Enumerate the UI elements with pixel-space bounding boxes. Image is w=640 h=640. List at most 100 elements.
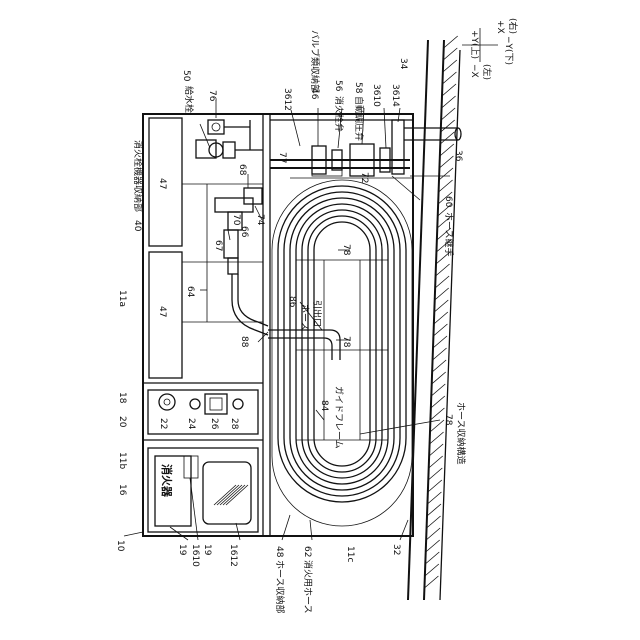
- button-icon: [190, 399, 200, 409]
- ref-16: 16: [117, 484, 127, 496]
- ground-hatch-line: [430, 420, 444, 432]
- ref-19b: 19: [202, 544, 212, 556]
- label-hydrant-valve: 給水栓: [183, 86, 195, 113]
- ground-hatch-line: [433, 336, 447, 348]
- axis-minus-x-sub: (左): [481, 64, 493, 80]
- axis-plus-x: +X: [495, 20, 505, 34]
- label-auto-pressure-valve: 自動調圧弁: [353, 96, 365, 141]
- ground-hatch-line: [433, 348, 447, 360]
- bell-icon: [233, 399, 243, 409]
- ref-56: 56: [333, 80, 343, 92]
- ref-3614: 3614: [390, 84, 400, 107]
- ref-84: 84: [319, 400, 329, 412]
- ground-hatch-line: [428, 468, 442, 480]
- ground-hatch-line: [440, 144, 454, 156]
- label-guide-frame: ガイドフレーム: [333, 386, 344, 449]
- ref-67: 67: [213, 240, 223, 251]
- ref-76: 76: [207, 90, 217, 102]
- ref-74: 74: [255, 214, 265, 226]
- ref-47a: 47: [157, 178, 167, 189]
- label-hose-outlet-1: ホース: [299, 304, 310, 331]
- ref-34: 34: [398, 58, 408, 70]
- ground-hatch-line: [427, 504, 441, 516]
- axis-minus-y: −Y(下): [503, 36, 513, 65]
- axis-plus-y: +Y(上): [469, 30, 480, 59]
- ground-hatch-line: [440, 132, 454, 144]
- ground-hatch-line: [430, 408, 444, 420]
- ground-hatch-line: [431, 396, 445, 408]
- ref-11c: 11c: [345, 546, 355, 562]
- ground-hatch-line: [426, 528, 440, 540]
- ref-86: 86: [287, 296, 297, 308]
- label-hose-fitting: ホース継手: [443, 212, 455, 257]
- ground-hatch-line: [424, 576, 438, 588]
- label-fire-hose: 消火用ホース: [302, 560, 314, 614]
- ground-hatch-line: [427, 516, 441, 528]
- ground-hatch-line: [439, 168, 453, 180]
- ground-hatch-line: [432, 360, 446, 372]
- ref-70: 70: [231, 214, 241, 226]
- label-hydrant-storage: 消火栓機器収納部: [132, 140, 144, 212]
- extinguisher-hatch-line: [214, 485, 236, 505]
- valve-assembly: [270, 120, 461, 176]
- ref-1612: 1612: [228, 544, 238, 567]
- ref-36: 36: [453, 150, 463, 162]
- axis-minus-x: −X: [469, 64, 479, 78]
- ground-wall: [408, 36, 460, 600]
- ref-28: 28: [229, 418, 239, 430]
- ground-hatch-line: [435, 276, 449, 288]
- label-extinguisher: 消火器: [160, 464, 174, 498]
- ground-hatch-line: [434, 312, 448, 324]
- ref-64: 64: [185, 286, 195, 298]
- axis-indicator: +Y(上) +X (右) −Y(下) −X (左): [462, 18, 519, 80]
- ref-3610: 3610: [371, 84, 381, 107]
- ref-3612: 3612: [282, 88, 292, 111]
- ref-66: 66: [239, 226, 249, 238]
- ref-32: 32: [391, 544, 401, 555]
- label-fire-valve: 消火栓弁: [333, 96, 345, 132]
- ref-18: 18: [117, 392, 127, 404]
- switch-icon: [205, 394, 227, 414]
- label-hose-outlet-2: 引出口: [311, 300, 323, 327]
- ground-hatch-line: [428, 480, 442, 492]
- label-valve-storage: バルブ類収納部: [309, 30, 321, 93]
- extinguisher-hatch-line: [223, 485, 245, 505]
- ground-hatch-line: [441, 108, 455, 120]
- ground-hatch-line: [429, 456, 443, 468]
- label-hose-storage: ホース収納部: [274, 560, 286, 614]
- ref-48: 48: [274, 546, 284, 558]
- ground-hatch-line: [442, 72, 456, 84]
- ground-hatch-line: [436, 264, 450, 276]
- ground-hatch-line: [443, 60, 457, 72]
- ref-78c: 78: [443, 414, 453, 426]
- ground-hatch-line: [439, 180, 453, 192]
- ref-1610: 1610: [190, 544, 200, 567]
- ref-22: 22: [158, 418, 168, 429]
- ground-hatch-line: [442, 96, 456, 108]
- ground-hatch-line: [431, 384, 445, 396]
- ref-88: 88: [239, 336, 249, 348]
- ground-hatch-line: [430, 432, 444, 444]
- label-hose-storage-structure: ホース収納構造: [455, 402, 467, 465]
- ground-hatch-line: [435, 288, 449, 300]
- extinguisher-hatch-line: [217, 485, 239, 505]
- ground-hatch-line: [434, 300, 448, 312]
- ref-58: 58: [353, 82, 363, 94]
- hose-coil: [268, 180, 412, 526]
- ground-hatch-line: [433, 324, 447, 336]
- ref-26: 26: [209, 418, 219, 430]
- ground-hatch-line: [429, 444, 443, 456]
- ground-hatch-line: [439, 156, 453, 168]
- ref-19a: 19: [177, 544, 187, 556]
- ground-hatch-line: [425, 564, 439, 576]
- ground-hatch-line: [426, 540, 440, 552]
- ref-24: 24: [186, 418, 196, 430]
- indicator-lamp-icon: [159, 394, 175, 410]
- ground-hatch-line: [432, 372, 446, 384]
- ref-20: 20: [117, 416, 127, 428]
- ref-40: 40: [132, 220, 142, 232]
- ref-10: 10: [115, 540, 125, 552]
- ref-50: 50: [181, 70, 191, 82]
- ground-hatch-line: [444, 36, 458, 48]
